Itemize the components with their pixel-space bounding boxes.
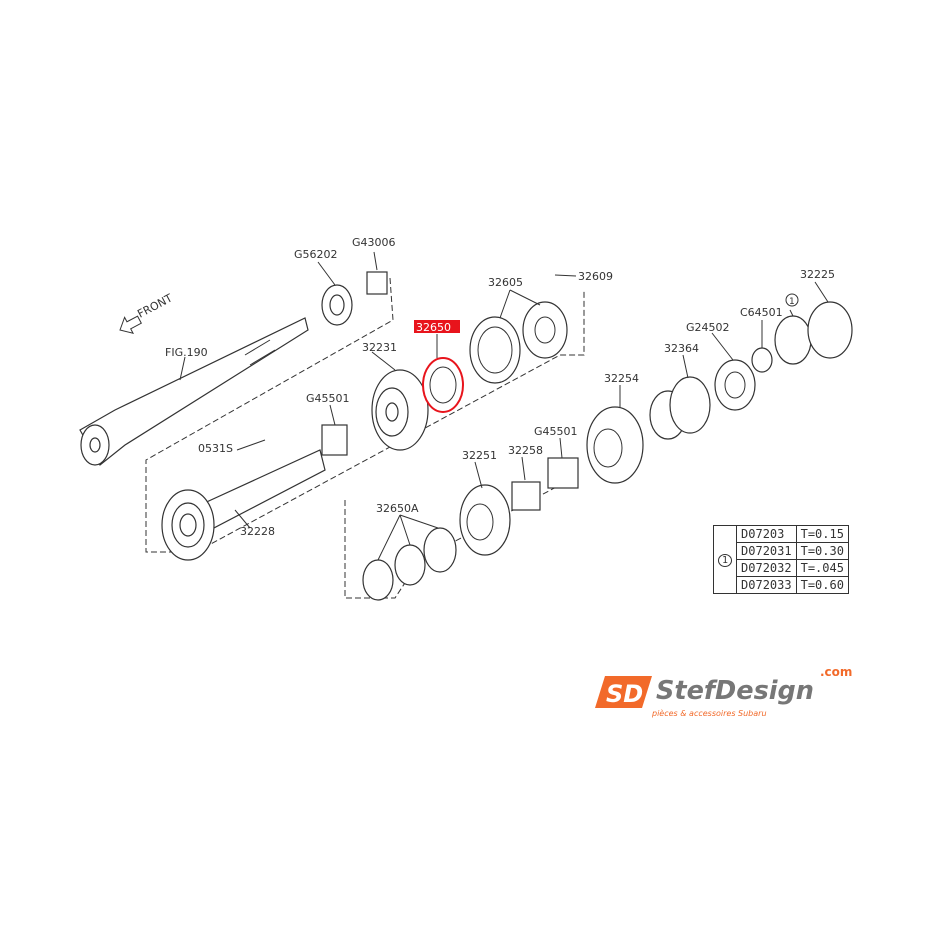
drive-pinion-shaft — [161, 449, 326, 561]
logo-sd-mark-icon — [595, 676, 652, 708]
callout-32254: 32254 — [604, 372, 639, 385]
sleeve-32605 — [469, 316, 521, 384]
nut-c64501 — [751, 347, 773, 373]
shim-table: 1 D07203 T=0.15 D072031 T=0.30 D072032 T… — [712, 525, 849, 594]
logo-brand: StefDesign — [656, 676, 814, 706]
callout-g45501: G45501 — [306, 392, 350, 405]
shim-part: D072033 — [736, 576, 797, 594]
shim-thickness: T=.045 — [795, 559, 849, 577]
callout-c64501: C64501 — [740, 306, 783, 319]
callout-32225: 32225 — [800, 268, 835, 281]
needle-bearing-g45501 — [321, 424, 348, 456]
callout-32258: 32258 — [508, 444, 543, 457]
gear-32364 — [669, 376, 711, 434]
callout-32228: 32228 — [240, 525, 275, 538]
bearing-g24502 — [714, 359, 756, 411]
callout-32605: 32605 — [488, 276, 523, 289]
ring-32650a-3 — [423, 527, 457, 573]
gear-32251 — [459, 484, 511, 556]
hub-32605 — [522, 301, 568, 359]
callout-g43006: G43006 — [352, 236, 396, 249]
shim-thickness: T=0.60 — [795, 576, 849, 594]
highlight-box — [414, 320, 460, 333]
stefdesign-logo: SD StefDesign .com pièces & accessoires … — [595, 665, 852, 718]
shim-table-ref: 1 — [712, 525, 738, 594]
callout-32609: 32609 — [578, 270, 613, 283]
needle-bearing-g45501-b — [547, 457, 579, 489]
callout-fig190: FIG.190 — [165, 346, 208, 359]
callout-g45501-b: G45501 — [534, 425, 578, 438]
callout-32231: 32231 — [362, 341, 397, 354]
logo-domain: .com — [820, 665, 852, 679]
shim-part: D07203 — [736, 525, 797, 543]
callout-32251: 32251 — [462, 449, 497, 462]
front-label: FRONT — [135, 291, 175, 320]
needle-bearing-g43006 — [366, 271, 388, 295]
shim-1 — [774, 315, 812, 365]
callout-ref1: 1 — [789, 297, 795, 307]
collar-32258 — [511, 481, 541, 511]
callout-0531s: 0531S — [198, 442, 233, 455]
callout-32364: 32364 — [664, 342, 699, 355]
shim-thickness: T=0.30 — [795, 542, 849, 560]
svg-text:SD: SD — [606, 680, 643, 708]
ring-32650a-2 — [394, 544, 426, 586]
shim-part: D072032 — [736, 559, 797, 577]
callout-32650-highlighted[interactable]: 32650 — [416, 321, 451, 334]
shim-thickness: T=0.15 — [795, 525, 849, 543]
ref-circle — [785, 293, 799, 307]
ring-32650a-1 — [362, 559, 394, 601]
gear-32254 — [586, 406, 644, 484]
logo-tagline: pièces & accessoires Subaru — [651, 708, 767, 718]
callout-g24502: G24502 — [686, 321, 730, 334]
main-shaft — [79, 317, 309, 466]
snap-ring-32225 — [807, 301, 853, 359]
shim-part: D072031 — [736, 542, 797, 560]
callout-32650a: 32650A — [376, 502, 419, 515]
front-arrow-icon — [119, 315, 142, 335]
callout-g56202: G56202 — [294, 248, 338, 261]
synchro-ring-32650[interactable] — [422, 357, 464, 413]
